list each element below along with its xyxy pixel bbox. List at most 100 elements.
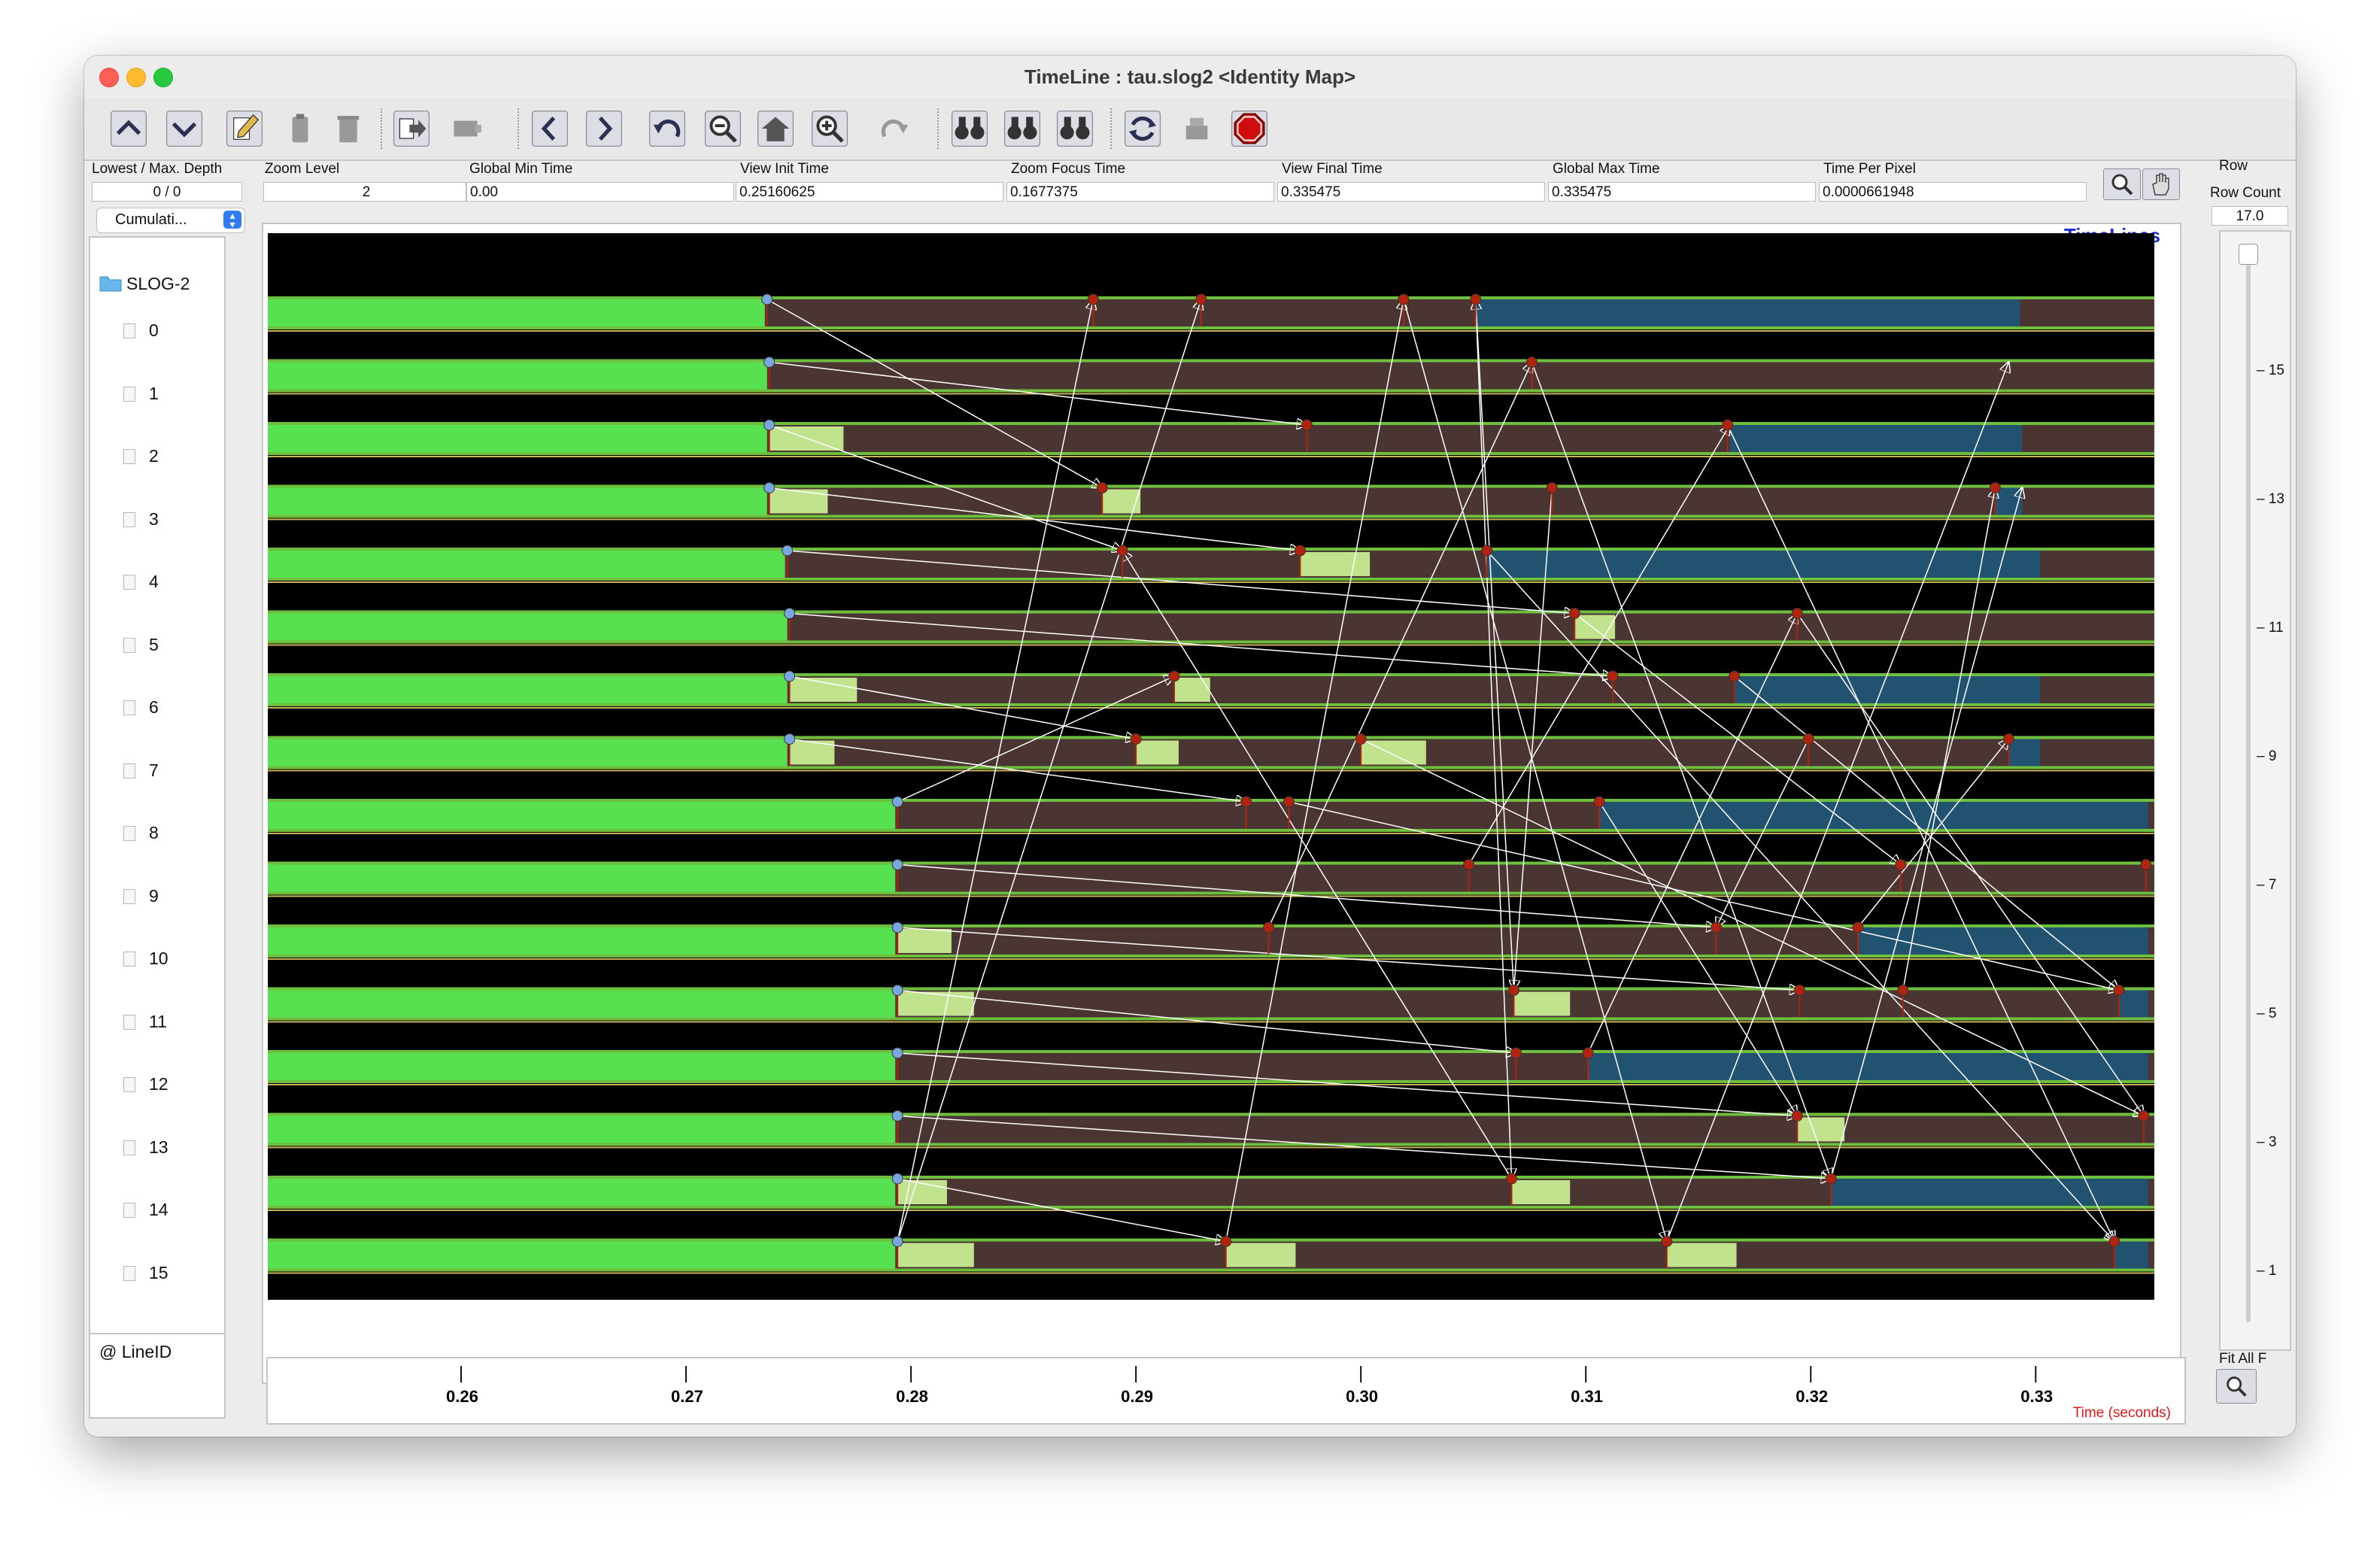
search-init-button[interactable]	[999, 105, 1046, 152]
global-min-time-value[interactable]: 0.00	[466, 182, 734, 202]
fit-all-zoom-button[interactable]	[2216, 1369, 2257, 1404]
time-tick-label-2: 0.28	[896, 1387, 928, 1406]
search-backward-button[interactable]	[946, 105, 993, 152]
print-button[interactable]	[442, 105, 489, 152]
time-per-pixel-value[interactable]: 0.0000661948	[1819, 182, 2087, 202]
refresh-button[interactable]	[1119, 105, 1166, 152]
close-window-button[interactable]	[99, 68, 119, 87]
view-init-time-value[interactable]: 0.25160625	[736, 182, 1003, 202]
timeline-canvas[interactable]	[268, 233, 2154, 1300]
magnifier-mode-button[interactable]	[2103, 168, 2141, 200]
display-mode-value: Cumulati...	[115, 211, 187, 228]
message-arrow-13	[897, 1115, 1831, 1179]
zoom-out-button[interactable]	[700, 105, 746, 152]
tree-row-4[interactable]: 4	[149, 572, 159, 591]
row-label: Row	[2219, 158, 2248, 174]
time-tick-label-4: 0.30	[1346, 1387, 1378, 1406]
chevron-up-icon	[110, 110, 147, 147]
document-icon	[123, 386, 135, 402]
export-button[interactable]	[388, 105, 435, 152]
row-13-compute-state	[895, 1115, 2154, 1143]
tree-root[interactable]: SLOG-2	[126, 274, 190, 293]
row-count-label: Row Count	[2210, 185, 2281, 201]
row-5-event-marker-0	[784, 608, 796, 619]
tree-row-10[interactable]: 10	[149, 949, 168, 968]
message-arrow-26	[1717, 739, 1809, 928]
row-6-wait-state-2	[1734, 676, 2041, 703]
minimize-window-button[interactable]	[126, 68, 146, 87]
tree-row-3[interactable]: 3	[149, 508, 159, 529]
row-10-event-marker-1	[1263, 921, 1275, 933]
binoculars-icon	[1056, 110, 1094, 147]
edit-button[interactable]	[221, 105, 268, 152]
row-15-event-marker-2	[1661, 1236, 1673, 1247]
row-0-event-marker-2	[1195, 293, 1207, 305]
message-arrow-5	[789, 612, 1613, 677]
row-11-event-marker-3	[1897, 985, 1909, 996]
row-7-wait-state-3	[2008, 739, 2041, 766]
message-arrow-36	[1225, 299, 1404, 1242]
clipboard-button[interactable]	[277, 105, 323, 152]
stop-button[interactable]	[1226, 105, 1273, 152]
global-max-time-value[interactable]: 0.335475	[1548, 182, 1816, 202]
view-final-time-value[interactable]: 0.335475	[1277, 182, 1545, 202]
tree-row-14[interactable]: 14	[149, 1200, 168, 1219]
row-5-init-state	[268, 613, 788, 641]
zoom-in-icon	[811, 110, 848, 147]
row-3-event-marker-2	[1546, 482, 1558, 493]
zoom-level-label: Zoom Level	[265, 161, 340, 177]
row-7-event-marker-2	[1355, 733, 1367, 745]
tree-row-1[interactable]: 1	[149, 383, 159, 403]
zoom-in-button[interactable]	[806, 105, 853, 152]
print-view-button[interactable]	[1173, 105, 1220, 152]
tree-row-2[interactable]: 2	[149, 446, 159, 466]
row-12-event-marker-2	[1582, 1047, 1594, 1059]
delete-button[interactable]	[325, 105, 372, 152]
undo-zoom-button[interactable]	[644, 105, 691, 152]
message-arrow-2	[769, 424, 1122, 551]
search-forward-button[interactable]	[1052, 105, 1098, 152]
row-3-event-marker-0	[763, 482, 776, 493]
tree-row-7[interactable]: 7	[149, 760, 159, 780]
tree-row-8[interactable]: 8	[149, 823, 159, 842]
tree-row-13[interactable]: 13	[149, 1137, 168, 1157]
zoom-icon	[2227, 1376, 2247, 1397]
folder-icon	[99, 276, 122, 292]
display-mode-select[interactable]: Cumulati... ▴▾	[96, 208, 245, 233]
slider-thumb[interactable]	[2239, 244, 2258, 265]
row-7-event-marker-1	[1130, 733, 1142, 745]
row-9-init-state	[268, 864, 896, 892]
row-9-compute-state	[895, 864, 2154, 892]
forward-button[interactable]	[581, 105, 627, 152]
tree-row-15[interactable]: 15	[149, 1262, 168, 1282]
row-count-value[interactable]: 17.0	[2212, 206, 2288, 226]
row-1-event-marker-1	[1525, 357, 1538, 368]
scroll-up-button[interactable]	[105, 105, 152, 152]
zoom-home-button[interactable]	[752, 105, 799, 152]
zoom-focus-time-value[interactable]: 0.1677375	[1006, 182, 1274, 202]
tree-row-11[interactable]: 11	[149, 1011, 167, 1031]
zoom-level-value[interactable]: 2	[263, 182, 466, 202]
backward-button[interactable]	[527, 105, 573, 152]
scroll-down-button[interactable]	[161, 105, 208, 152]
message-arrow-35	[1666, 363, 2009, 1242]
row-4-wait-state-1	[1486, 551, 2041, 578]
row-14-wait-state-2	[1831, 1179, 2148, 1206]
tree-row-9[interactable]: 9	[149, 885, 159, 906]
row-3-send_recv-state-0	[769, 489, 828, 514]
message-arrow-4	[787, 550, 1575, 614]
slider-track[interactable]	[2246, 247, 2251, 1322]
row-4-event-marker-3	[1481, 545, 1493, 557]
zoom-window-button[interactable]	[153, 68, 173, 87]
tree-row-0[interactable]: 0	[149, 320, 159, 340]
view-init-time-label: View Init Time	[740, 161, 829, 177]
document-icon	[123, 763, 135, 779]
redo-zoom-button[interactable]	[871, 105, 918, 152]
hand-mode-button[interactable]	[2142, 168, 2180, 200]
message-arrow-15	[897, 299, 1093, 1242]
message-arrow-29	[1267, 363, 1532, 928]
tree-row-5[interactable]: 5	[149, 634, 159, 654]
tree-row-12[interactable]: 12	[149, 1074, 168, 1094]
tree-row-6[interactable]: 6	[149, 697, 159, 717]
row-13-init-state	[268, 1115, 896, 1143]
